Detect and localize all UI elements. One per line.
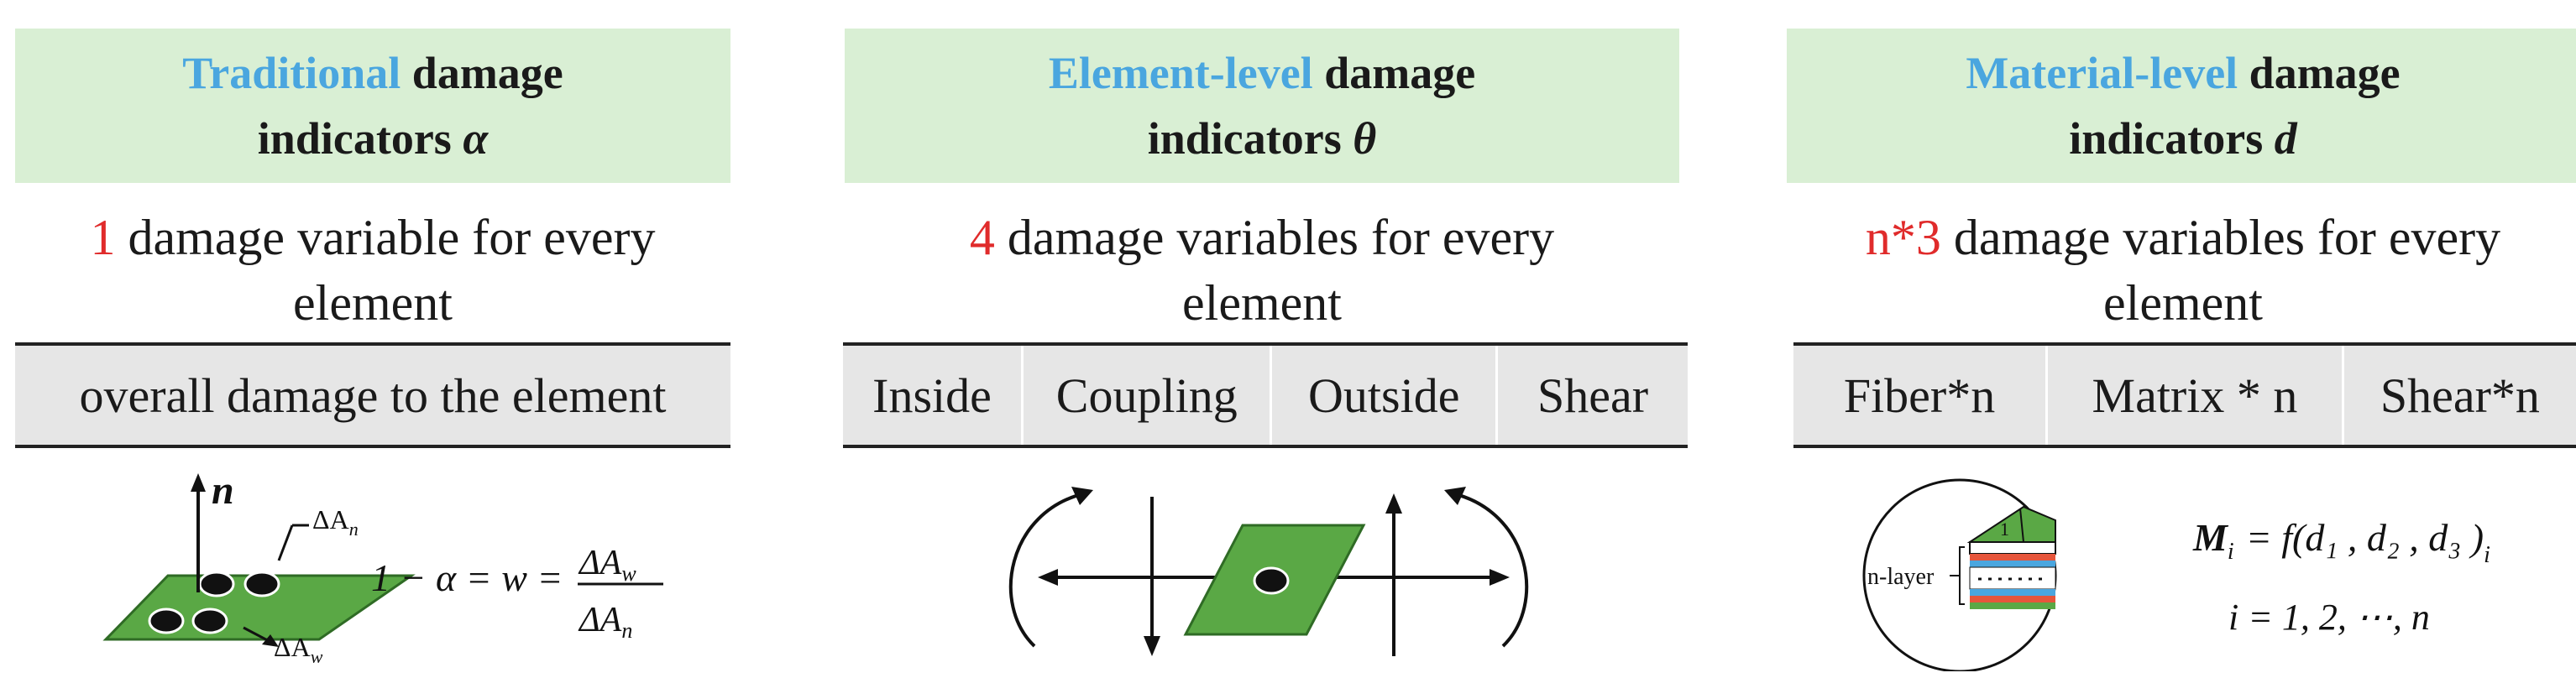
table-cell: overall damage to the element xyxy=(79,368,667,423)
panel-element-level: Element-level damage indicators θ 4 dama… xyxy=(840,0,1713,678)
description-line2: element xyxy=(1182,275,1342,331)
eq-lhs-sub: i xyxy=(2228,539,2234,565)
description-line2: element xyxy=(293,275,453,331)
variable-count: n*3 xyxy=(1865,210,1941,265)
variables-table-traditional: overall damage to the element xyxy=(15,342,730,448)
header-highlight: Traditional xyxy=(182,48,401,98)
element-area-figure: n ΔAn ΔAw 1 − α = w = ΔAw ΔAn xyxy=(102,468,663,667)
header-element-level: Element-level damage indicators θ xyxy=(845,29,1679,183)
eq-rhs-sub: i xyxy=(2484,542,2490,568)
description-element-level: 4 damage variables for every element xyxy=(845,205,1679,336)
layer-stack xyxy=(1969,541,2056,609)
description-text: damage variables for every xyxy=(1940,210,2501,265)
variables-table-element-level: Inside Coupling Outside Shear xyxy=(843,342,1688,448)
table-cell: Shear*n xyxy=(2341,346,2576,445)
eq-index-range: i = 1, 2, ⋯, n xyxy=(2228,597,2430,638)
description-traditional: 1 damage variable for every element xyxy=(15,205,730,336)
element-modes-figure xyxy=(1008,487,1529,656)
header-line2: indicators xyxy=(1147,113,1353,164)
d-symbol: d xyxy=(2274,113,2297,164)
header-highlight: Material-level xyxy=(1966,48,2238,98)
theta-symbol: θ xyxy=(1353,113,1377,164)
damage-holes xyxy=(148,571,280,634)
delta-aw-sub: w xyxy=(311,646,323,667)
table-cell: Shear xyxy=(1495,346,1688,445)
panel-traditional: Traditional damage indicators α 1 damage… xyxy=(0,0,756,678)
fraction-denominator-sub: n xyxy=(621,618,632,643)
header-rest: damage xyxy=(2238,48,2401,98)
svg-text:ΔAn: ΔAn xyxy=(312,504,359,540)
normal-label: n xyxy=(212,468,234,513)
table-cell: Coupling xyxy=(1021,346,1270,445)
fraction-denominator: ΔA xyxy=(578,601,622,639)
svg-text:ΔAw: ΔAw xyxy=(274,632,323,667)
table-cell: Outside xyxy=(1270,346,1495,445)
equation-left: 1 − α = w = xyxy=(371,556,563,599)
delta-aw-label: ΔA xyxy=(274,632,311,662)
description-text: damage variable for every xyxy=(115,210,656,265)
bending-arrow-left xyxy=(1008,492,1086,648)
fraction-numerator-sub: w xyxy=(621,561,636,586)
alpha-symbol: α xyxy=(463,113,489,164)
header-line2: indicators xyxy=(2069,113,2275,164)
table-cell: Inside xyxy=(872,368,992,423)
svg-text:ΔAn: ΔAn xyxy=(578,601,632,643)
header-rest: damage xyxy=(1312,48,1476,98)
layer-label: n-layer xyxy=(1867,564,1935,590)
header-rest: damage xyxy=(401,48,563,98)
bending-arrow-right xyxy=(1452,492,1529,648)
delta-an-label: ΔA xyxy=(312,504,349,535)
header-highlight: Element-level xyxy=(1048,48,1313,98)
header-line2: indicators xyxy=(257,113,463,164)
eq-lhs: M xyxy=(2192,516,2229,559)
eq-rhs: = f(d₁ , d₂ , d₃ ) xyxy=(2246,516,2484,559)
svg-text:ΔAw: ΔAw xyxy=(578,544,636,586)
material-layers-figure: 1 n-layer Mi= f(d₁ , d₂ , d₃ )i i = 1, 2… xyxy=(1862,478,2490,671)
variable-count: 4 xyxy=(969,210,995,265)
description-line2: element xyxy=(2103,275,2263,331)
delta-an-arrow xyxy=(277,524,294,561)
variable-count: 1 xyxy=(90,210,116,265)
table-cell: Fiber*n xyxy=(1843,368,1996,423)
description-text: damage variables for every xyxy=(994,210,1555,265)
damage-hole xyxy=(1253,566,1290,595)
delta-an-sub: n xyxy=(349,519,359,540)
description-material-level: n*3 damage variables for every element xyxy=(1787,205,2576,336)
table-cell: Matrix * n xyxy=(2045,346,2342,445)
header-material-level: Material-level damage indicators d xyxy=(1787,29,2576,183)
fraction-numerator: ΔA xyxy=(578,544,622,582)
panel-material-level: Material-level damage indicators d n*3 d… xyxy=(1780,0,2576,678)
svg-text:Mi= f(d₁ , d₂ , d₃ )i: Mi= f(d₁ , d₂ , d₃ )i xyxy=(2192,516,2490,568)
variables-table-material-level: Fiber*n Matrix * n Shear*n xyxy=(1793,342,2576,448)
header-traditional: Traditional damage indicators α xyxy=(15,29,730,183)
layer-index: 1 xyxy=(2000,519,2009,540)
